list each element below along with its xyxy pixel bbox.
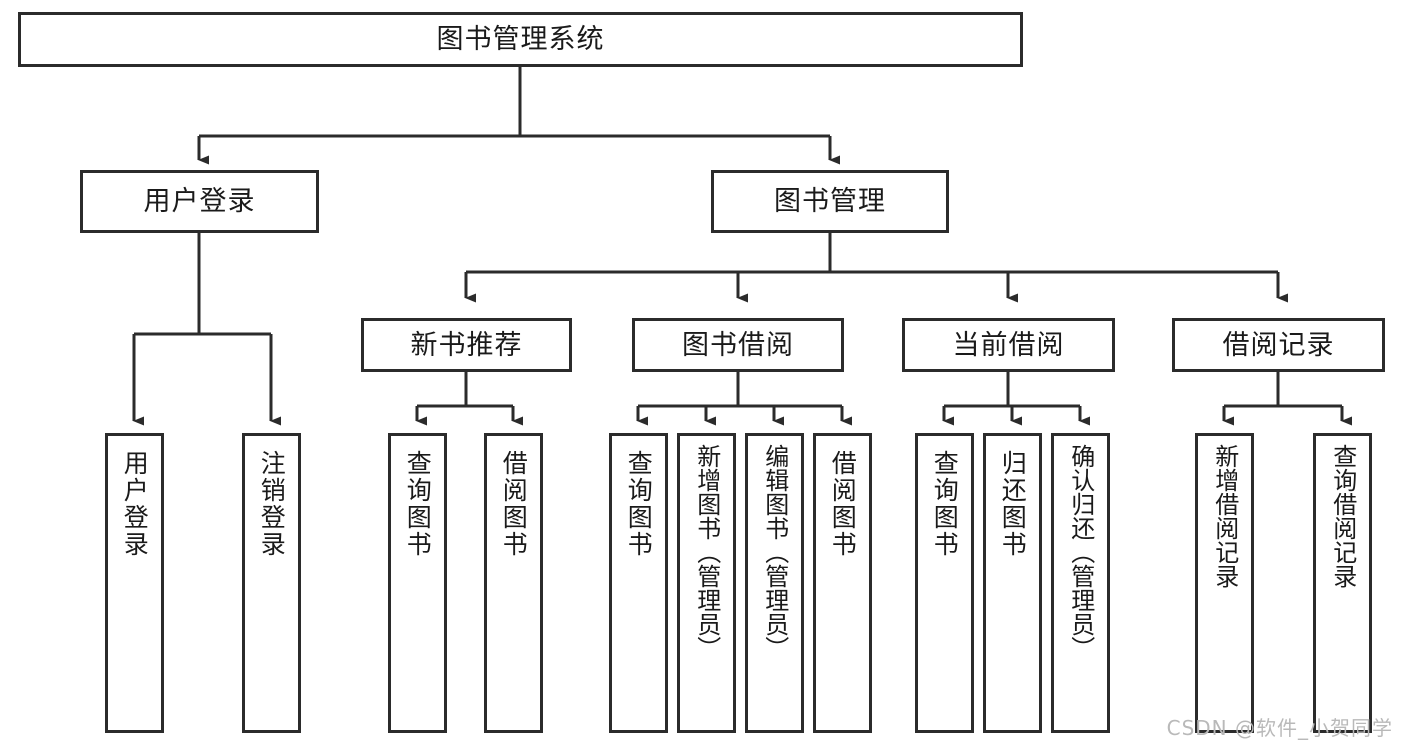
node-leaf-query-book-1[interactable]: 查询图书 — [388, 433, 447, 733]
node-leaf-add-book[interactable]: 新增图书（管理员） — [677, 433, 736, 733]
node-leaf-confirm-return-label: 确认归还（管理员） — [1066, 444, 1095, 660]
node-leaf-borrow-book-1-label: 借阅图书 — [499, 450, 529, 558]
node-root[interactable]: 图书管理系统 — [18, 12, 1023, 67]
node-leaf-query-book-1-label: 查询图书 — [403, 450, 433, 558]
node-leaf-borrow-book-2[interactable]: 借阅图书 — [813, 433, 872, 733]
node-leaf-borrow-book-2-label: 借阅图书 — [828, 450, 858, 558]
node-leaf-return-book[interactable]: 归还图书 — [983, 433, 1042, 733]
node-leaf-query-record[interactable]: 查询借阅记录 — [1313, 433, 1372, 733]
node-book-manage-label: 图书管理 — [774, 186, 886, 217]
node-leaf-user-login-label: 用户登录 — [120, 450, 150, 558]
node-leaf-add-record[interactable]: 新增借阅记录 — [1195, 433, 1254, 733]
node-book-manage[interactable]: 图书管理 — [711, 170, 949, 233]
node-current-borrow-label: 当前借阅 — [952, 329, 1065, 361]
node-leaf-add-book-label: 新增图书（管理员） — [692, 444, 721, 660]
node-leaf-query-book-2[interactable]: 查询图书 — [609, 433, 668, 733]
node-new-book-recommend[interactable]: 新书推荐 — [361, 318, 572, 372]
node-leaf-confirm-return[interactable]: 确认归还（管理员） — [1051, 433, 1110, 733]
node-leaf-query-book-2-label: 查询图书 — [624, 450, 654, 558]
node-leaf-edit-book[interactable]: 编辑图书（管理员） — [745, 433, 804, 733]
node-root-label: 图书管理系统 — [436, 24, 605, 55]
node-user-login[interactable]: 用户登录 — [80, 170, 319, 233]
node-borrow-record-label: 借阅记录 — [1222, 329, 1335, 361]
node-leaf-logout-login[interactable]: 注销登录 — [242, 433, 301, 733]
node-leaf-logout-login-label: 注销登录 — [257, 450, 287, 558]
node-new-book-recommend-label: 新书推荐 — [410, 329, 523, 361]
node-current-borrow[interactable]: 当前借阅 — [902, 318, 1115, 372]
node-borrow-record[interactable]: 借阅记录 — [1172, 318, 1385, 372]
node-book-borrow-label: 图书借阅 — [682, 329, 794, 361]
node-leaf-query-book-3[interactable]: 查询图书 — [915, 433, 974, 733]
node-book-borrow[interactable]: 图书借阅 — [632, 318, 844, 372]
node-leaf-borrow-book-1[interactable]: 借阅图书 — [484, 433, 543, 733]
node-leaf-query-record-label: 查询借阅记录 — [1328, 444, 1357, 588]
node-leaf-user-login[interactable]: 用户登录 — [105, 433, 164, 733]
node-user-login-label: 用户登录 — [143, 186, 256, 217]
node-leaf-return-book-label: 归还图书 — [998, 450, 1028, 558]
node-leaf-edit-book-label: 编辑图书（管理员） — [760, 444, 789, 660]
node-leaf-add-record-label: 新增借阅记录 — [1210, 444, 1239, 588]
node-leaf-query-book-3-label: 查询图书 — [930, 450, 960, 558]
